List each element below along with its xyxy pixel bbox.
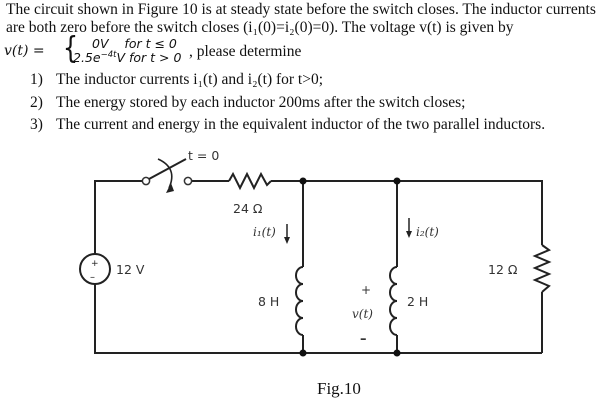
equation-brace: { <box>62 31 79 66</box>
current-i2-label: i₂(t) <box>416 225 439 239</box>
equation-case-2: 2.5e−4tV for t > 0 <box>73 50 181 65</box>
question-number: 1) <box>30 71 43 88</box>
equation-tail: , please determine <box>189 43 302 60</box>
voltage-source: + – 12 V <box>79 253 145 285</box>
voltage-plus: + <box>361 283 371 297</box>
voltage-label: v(t) <box>352 307 373 321</box>
case-1-value: 0V <box>92 36 109 51</box>
switch-terminal-left <box>141 176 151 186</box>
question-number: 3) <box>30 116 43 133</box>
question-text: The current and energy in the equivalent… <box>56 116 546 133</box>
load-resistor-label: 12 Ω <box>488 262 518 277</box>
series-resistor-label: 24 Ω <box>233 201 263 216</box>
equation-case-1: 0V for t ≤ 0 <box>92 36 177 51</box>
source-minus: – <box>90 272 95 283</box>
switch: t = 0 <box>141 148 219 193</box>
current-i2-arrow-head <box>406 231 412 238</box>
problem-intro-line-1: The circuit shown in Figure 10 is at ste… <box>6 1 596 18</box>
inductor-2h <box>389 266 398 336</box>
inductor-8h-label: 8 H <box>258 294 279 309</box>
case-2-exponent: −4t <box>100 50 117 60</box>
junction-node <box>393 177 401 185</box>
wire-left-top <box>94 180 142 254</box>
junction-node <box>393 349 401 357</box>
case-2-condition: V for t > 0 <box>116 50 182 65</box>
case-1-condition: for t ≤ 0 <box>124 36 177 51</box>
switch-terminal-right <box>183 176 193 186</box>
problem-intro-line-2: are both zero before the switch closes (… <box>6 19 514 36</box>
question-item: 2) The energy stored by each inductor 200… <box>30 92 545 115</box>
figure-caption: Fig.10 <box>317 379 361 398</box>
junction-node <box>299 177 307 185</box>
current-i1-arrow-head <box>284 237 290 244</box>
voltage-minus: – <box>360 332 367 347</box>
inductor-2h-label: 2 H <box>407 294 428 309</box>
switch-label: t = 0 <box>188 148 219 163</box>
voltage-equation: v(t) = { 0V for t ≤ 0 2.5e−4tV for t > 0… <box>4 31 344 67</box>
wire-bottom <box>94 284 542 354</box>
junction-node <box>299 349 307 357</box>
case-2-value: 2.5e <box>73 50 101 65</box>
resistor-24-ohm <box>228 171 272 191</box>
switch-blade <box>148 158 187 180</box>
source-plus: + <box>91 259 99 269</box>
question-text: The energy stored by each inductor 200ms… <box>56 93 466 111</box>
question-item: 1) The inductor currents i₁(t) and i₂(t) … <box>30 69 545 92</box>
question-text: The inductor currents i₁(t) and i₂(t) fo… <box>56 71 324 88</box>
switch-arrow-head <box>166 183 174 193</box>
wires <box>94 180 543 354</box>
source-label: 12 V <box>116 262 145 277</box>
resistor-12-ohm <box>532 244 552 293</box>
question-list: 1) The inductor currents i₁(t) and i₂(t) … <box>30 69 545 137</box>
inductor-8h <box>295 266 304 336</box>
current-i1-label: i₁(t) <box>253 225 276 239</box>
question-item: 3) The current and energy in the equivale… <box>30 114 545 137</box>
source-circle <box>79 253 111 285</box>
wire-top-right <box>271 180 543 245</box>
question-number: 2) <box>30 93 43 111</box>
equation-lhs: v(t) = <box>4 43 45 59</box>
